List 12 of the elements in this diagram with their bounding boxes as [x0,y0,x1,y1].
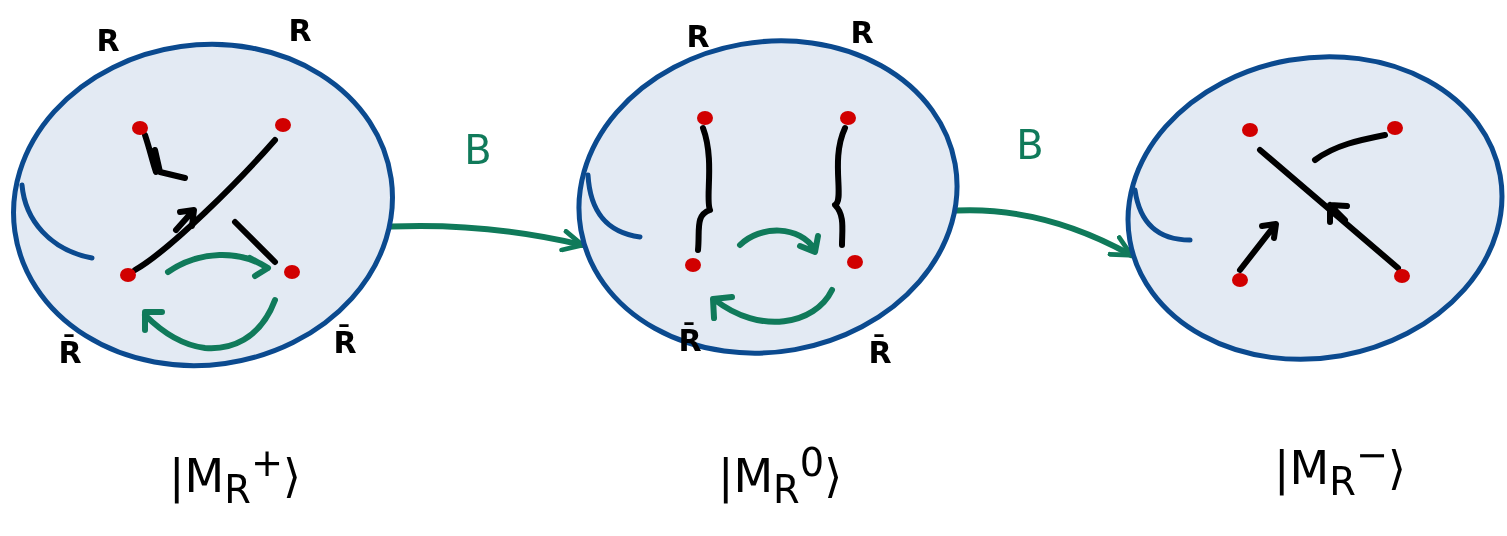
charge-label: R̄ [333,324,357,360]
charge-label: R̄ [58,334,82,370]
edge-label: B [1016,122,1044,168]
charge-label: R [686,18,710,54]
ket-label: |M$_{R}$$^{−}$⟩ [1274,432,1406,504]
charge-label: R̄ [868,334,892,370]
edge-label: B [464,127,492,173]
ket-label: |M$_{R}$$^{+}$⟩ [169,440,301,512]
charge-label: R [96,22,120,58]
ket-label: |M$_{R}$$^{0}$⟩ [717,440,843,512]
charge-label: R [850,14,874,50]
charge-label: R [288,12,312,48]
